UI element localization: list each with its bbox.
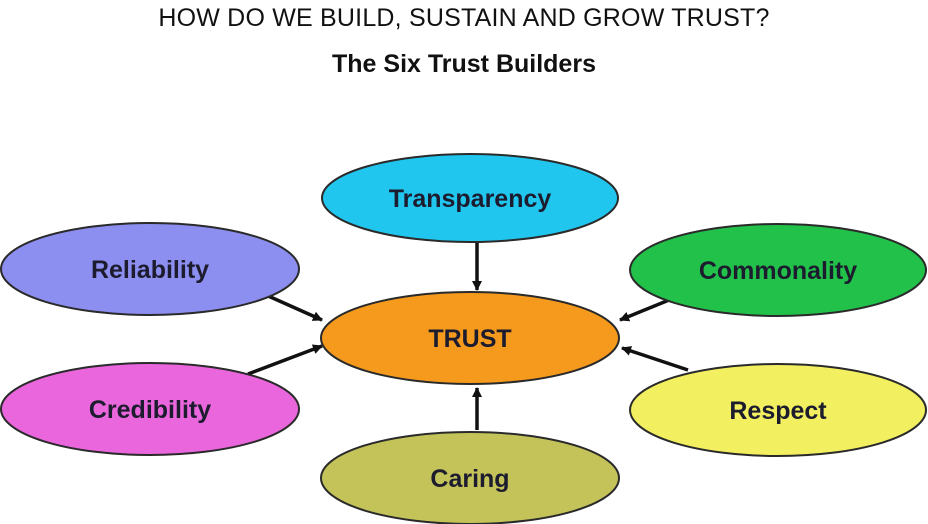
- node-caring: Caring: [320, 431, 620, 524]
- node-label-caring: Caring: [430, 465, 509, 493]
- node-label-transparency: Transparency: [389, 185, 552, 213]
- diagram-subtitle: The Six Trust Builders: [332, 50, 596, 78]
- arrow-respect-to-trust: [621, 346, 689, 372]
- arrows: [247, 242, 689, 430]
- node-label-credibility: Credibility: [89, 396, 211, 424]
- node-label-reliability: Reliability: [91, 256, 209, 284]
- node-label-trust: TRUST: [428, 325, 511, 353]
- node-credibility: Credibility: [0, 362, 300, 456]
- node-trust-center: TRUST: [320, 291, 620, 385]
- arrow-credibility-to-trust: [247, 344, 323, 376]
- node-commonality: Commonality: [629, 223, 927, 317]
- arrow-commonality-to-trust: [619, 296, 675, 322]
- arrow-reliability-to-trust: [265, 293, 323, 322]
- node-label-respect: Respect: [729, 397, 827, 425]
- diagram-title: HOW DO WE BUILD, SUSTAIN AND GROW TRUST?: [158, 4, 770, 32]
- node-transparency: Transparency: [321, 153, 619, 243]
- node-reliability: Reliability: [0, 222, 300, 316]
- node-label-commonality: Commonality: [699, 257, 857, 285]
- node-respect: Respect: [629, 363, 927, 457]
